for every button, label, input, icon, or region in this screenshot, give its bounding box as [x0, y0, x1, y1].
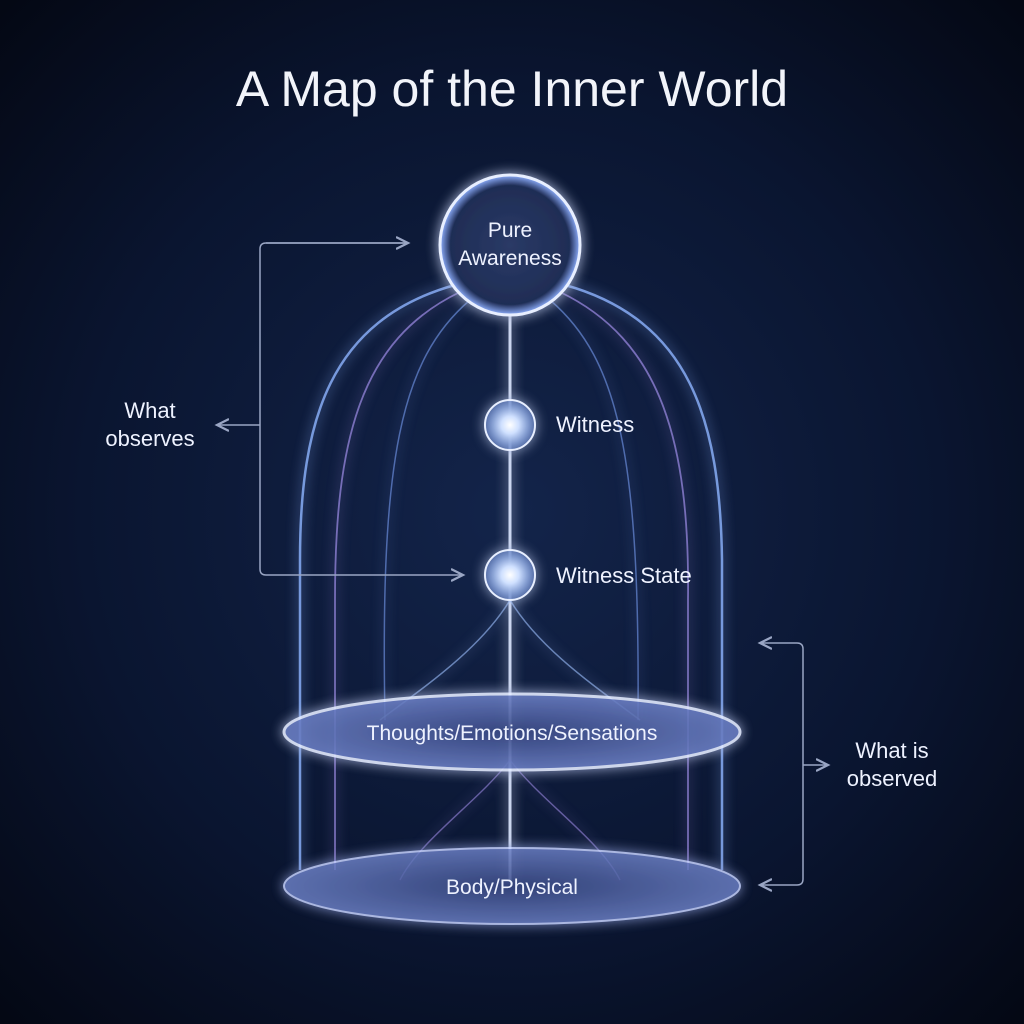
- witness-label: Witness: [556, 412, 634, 437]
- what-is-observed-line2: observed: [847, 766, 938, 791]
- witness-state-node: Witness State: [484, 549, 692, 601]
- body-label: Body/Physical: [446, 876, 578, 899]
- what-observes-line1: What: [124, 398, 175, 423]
- witness-state-label: Witness State: [556, 563, 692, 588]
- diagram-title: A Map of the Inner World: [236, 61, 788, 117]
- what-observes-line2: observes: [105, 426, 194, 451]
- thoughts-label: Thoughts/Emotions/Sensations: [367, 722, 658, 745]
- pure-awareness-label-line2: Awareness: [458, 247, 562, 270]
- pure-awareness-node: Pure Awareness: [438, 173, 582, 317]
- witness-node: Witness: [484, 399, 634, 451]
- what-is-observed-bracket: [760, 643, 828, 885]
- pure-awareness-label-line1: Pure: [488, 219, 532, 242]
- body-physical-layer: Body/Physical: [283, 847, 741, 925]
- thoughts-layer: Thoughts/Emotions/Sensations: [282, 692, 742, 772]
- what-is-observed-line1: What is: [855, 738, 928, 763]
- what-observes-bracket: [217, 243, 463, 575]
